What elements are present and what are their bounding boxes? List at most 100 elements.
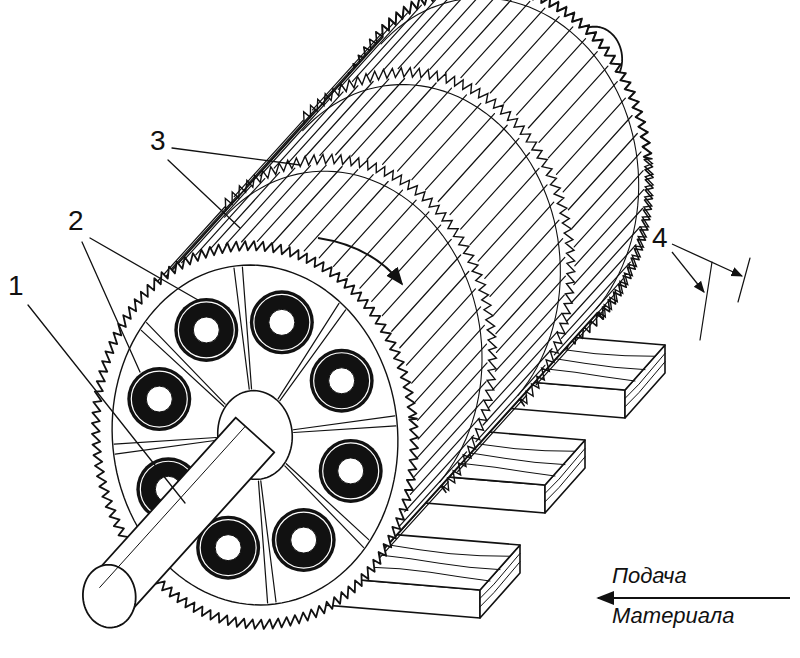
knife-plate: [406, 289, 475, 365]
knife-plate: [561, 262, 630, 338]
dimension-leader: [672, 244, 742, 276]
knife-plate: [319, 182, 388, 258]
dimension-leader: [672, 252, 704, 292]
knife-plate: [417, 382, 486, 458]
callout-number: 3: [150, 125, 166, 157]
ring-outer: [310, 349, 374, 413]
knife-plate: [575, 190, 644, 266]
saw-ring-edge: [381, 0, 639, 309]
knife-plate: [476, 8, 545, 84]
knife-plate: [548, 82, 617, 158]
ring-hole: [269, 309, 295, 335]
disk-spoke: [242, 267, 251, 389]
ring-outer: [127, 367, 191, 431]
knife-plate: [412, 103, 481, 179]
knife-plate: [494, 239, 563, 315]
saw-ring-teeth: [382, 0, 653, 320]
knife-plate: [563, 116, 632, 192]
ring-outer: [250, 290, 314, 354]
ring-hole: [329, 368, 355, 394]
ring-edge: [254, 294, 310, 350]
end-grain: [545, 457, 585, 502]
knife-plate: [461, 1, 530, 77]
knife-plate: [398, 0, 467, 69]
extension-line: [738, 258, 750, 302]
ring-edge: [131, 371, 187, 427]
ring-edge: [323, 443, 379, 499]
ring-edge: [276, 512, 332, 568]
ring-edge: [314, 353, 370, 409]
disk-spoke: [293, 416, 394, 430]
ring-edge: [178, 302, 234, 358]
end-grain: [480, 553, 520, 598]
ring-edge: [200, 520, 256, 576]
knife-plate: [383, 0, 452, 71]
ring-hole: [193, 317, 219, 343]
knife-plate: [247, 109, 316, 185]
disk-spoke: [294, 426, 396, 433]
ring-outer: [174, 298, 238, 362]
knife-plate: [572, 152, 641, 228]
leader-line: [28, 305, 185, 503]
leader-lines: [28, 148, 300, 503]
shaft-end: [83, 565, 136, 628]
knife-plate: [430, 0, 499, 69]
leader-line: [172, 148, 300, 165]
disk-spoke: [114, 437, 216, 444]
knife-plate: [392, 255, 461, 331]
disk-spoke: [258, 481, 267, 603]
knife-plate: [495, 295, 564, 371]
leader-line: [90, 238, 198, 300]
knife-plate: [400, 272, 469, 348]
knife-plate: [242, 166, 311, 242]
front-shaft: [83, 418, 274, 628]
disk-spoke: [115, 440, 216, 454]
callout-number: 1: [8, 270, 24, 302]
leader-line: [168, 160, 240, 228]
knife-plate: [490, 220, 559, 296]
end-grain: [480, 562, 520, 607]
ring-hole: [291, 527, 317, 553]
knife-plate: [320, 79, 389, 155]
rotation-arrow: [318, 238, 402, 284]
knife-plate: [568, 134, 637, 210]
knife-plate: [483, 349, 552, 425]
shaft-shading: [100, 426, 246, 587]
knife-plate: [414, 0, 483, 68]
feed-arrow: [598, 597, 790, 599]
end-grain: [625, 362, 665, 407]
knife-plate: [556, 98, 625, 174]
knife-plate: [383, 88, 452, 164]
knife-plate: [325, 23, 394, 99]
ring-hole: [338, 458, 364, 484]
knife-plate: [415, 325, 484, 401]
knife-plate: [338, 13, 407, 89]
feed-direction-label: Подача Материала: [612, 556, 762, 636]
end-grain: [625, 353, 665, 398]
knife-plate: [496, 276, 565, 352]
knife-plate: [367, 83, 436, 159]
callout-number: 4: [652, 222, 668, 254]
knife-plate: [289, 170, 358, 246]
leader-line: [82, 242, 140, 372]
ring-hole: [215, 535, 241, 561]
knife-plate: [574, 208, 643, 284]
knife-plate: [485, 202, 554, 278]
knife-plate: [446, 0, 515, 73]
ring-outer: [272, 508, 336, 572]
knife-plate: [478, 185, 547, 261]
extension-line: [700, 262, 712, 340]
end-grain: [545, 448, 585, 493]
ring-hole: [146, 386, 172, 412]
knife-plate: [304, 175, 373, 251]
ring-outer: [319, 439, 383, 503]
knife-plate: [398, 95, 467, 171]
knife-plate: [490, 17, 559, 93]
callout-number: 2: [68, 205, 84, 237]
knife-plate: [470, 168, 539, 244]
thickness-dimension: [672, 244, 750, 340]
knife-plate: [418, 363, 487, 439]
